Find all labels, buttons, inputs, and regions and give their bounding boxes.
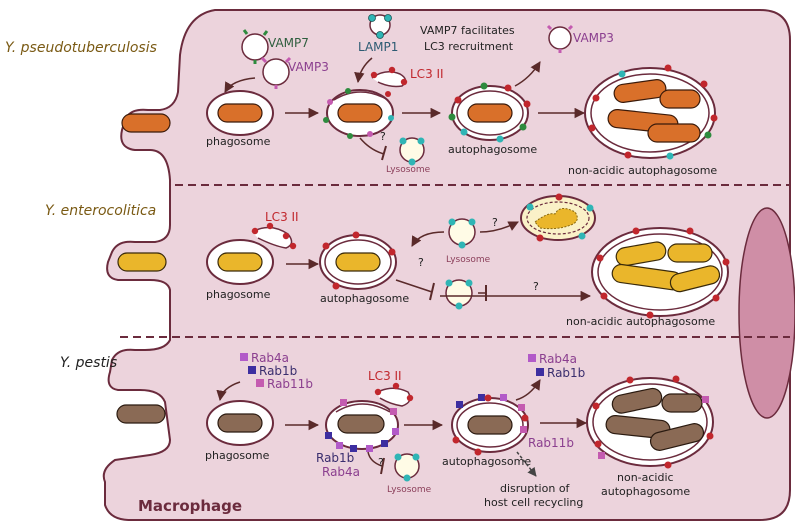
species-pseudotuberculosis: Y. pseudotuberculosis [5,40,157,56]
autophagosome-pestis [451,394,529,456]
lc3-dot [406,394,414,402]
lc3-label-2: LC3 II [265,210,299,224]
lc3-dot [400,78,408,86]
arrow-vamp-to-phagosome [224,77,256,93]
autophagosome-label-2: autophagosome [320,292,409,305]
inhibit-bar-1 [381,145,387,161]
disruption-label-2: host cell recycling [484,496,583,509]
bacterium-outside-pseudo [121,113,171,133]
question-mark-3: ? [378,456,384,469]
species-enterocolitica: Y. enterocolitica [45,203,156,219]
arrow-disruption [516,451,537,477]
acidified-vacuole [520,193,596,242]
species-pestis: Y. pestis [60,355,117,371]
rab1b-out-marker [536,368,544,376]
lysosome-3 [394,453,420,482]
vamp7-vesicle [241,29,269,64]
rab4a-out-marker [528,354,536,362]
question-mark-2c: ? [533,280,539,293]
arrow-to-rab-out [515,379,541,401]
rab1b-low-label: Rab1b [316,451,354,465]
lysosome-label-1: Lysosome [386,165,431,175]
lc3-dot [289,242,297,250]
nonacidic-label-3b: autophagosome [601,485,690,498]
phagosome-forming-pestis [325,399,399,452]
rab4a-low-label: Rab4a [322,465,360,479]
nucleus [738,207,795,419]
nonacidic-label-2: non-acidic autophagosome [566,315,715,328]
phagosome-label-2: phagosome [206,288,271,301]
lc3-dot [370,71,378,79]
inhibit-bar-2 [429,282,435,301]
macrophage-label: Macrophage [138,497,242,515]
question-mark-2a: ? [418,256,424,269]
vamp3-vesicle [260,56,292,89]
rab4a-label: Rab4a [251,351,289,365]
question-mark-2b: ? [492,216,498,229]
phagosome-forming-pseudo [323,88,394,139]
arrow-rab-to-phagosome [216,381,241,402]
rab1b-label: Rab1b [259,364,297,378]
question-mark-1: ? [380,130,386,143]
bacterium-outside-pestis [116,404,166,424]
lc3-label-3: LC3 II [368,369,402,383]
rab4a-out-label: Rab4a [539,352,577,366]
rab11b-marker [256,379,264,387]
vamp3-out-label: VAMP3 [573,31,614,45]
inhibit-to-lysosome-3 [367,451,383,467]
autophagosome-entero [319,231,397,290]
lc3-dot [251,227,259,235]
phagosome-pestis [206,400,274,446]
rab1b-marker [248,366,256,374]
lysosome-label-2: Lysosome [446,255,491,265]
nonacidic-label-1: non-acidic autophagosome [568,164,717,177]
vamp3-label: VAMP3 [288,60,329,74]
rab11b-out-label: Rab11b [528,436,574,450]
arrow-to-vamp3-out [514,61,541,87]
phagosome-label-3: phagosome [205,449,270,462]
lc3-dot [282,232,290,240]
inhibit-bar-3 [380,457,385,475]
autophagosome-label-1: autophagosome [448,143,537,156]
nonacidic-autophagosome-entero [591,227,730,319]
lysosome-2b [445,279,473,310]
nonacidic-autophagosome-pseudo [584,64,718,160]
inhibit-to-lysosome-1 [359,137,385,155]
lc3-label-1: LC3 II [410,67,444,81]
vamp7-note-line2: LC3 recruitment [424,40,514,53]
vamp3-out-vesicle [546,24,574,53]
lysosome-1 [399,137,425,166]
lc3-dot [388,66,396,74]
nonacidic-label-3a: non-acidic [617,471,674,484]
phagosome-pseudo [206,90,274,136]
arrow-lysosome-to-auto [411,231,445,247]
vamp7-label: VAMP7 [268,36,309,50]
lc3-dot [266,222,274,230]
bacterium-outside-entero [117,252,167,272]
lamp1-vesicle [368,14,392,39]
vamp7-note-line1: VAMP7 facilitates [420,24,515,37]
inhibit-line-2 [395,279,433,293]
phagosome-entero [206,239,274,285]
rab1b-out-label: Rab1b [547,366,585,380]
rab4a-marker [240,353,248,361]
phagosome-label-1: phagosome [206,135,271,148]
arrow-to-acidic [479,221,519,233]
rab11b-label: Rab11b [267,377,313,391]
lamp1-label: LAMP1 [358,40,398,54]
autophagosome-label-3: autophagosome [442,455,531,468]
lysosome-2 [448,218,476,249]
disruption-label-1: disruption of [500,482,571,495]
nonacidic-autophagosome-pestis [586,375,714,469]
autophagosome-pseudo [448,82,531,143]
lc3-dot [374,388,382,396]
arrow-lamp1-down [354,57,373,84]
lysosome-label-3: Lysosome [387,485,432,495]
lc3-dot [392,382,400,390]
